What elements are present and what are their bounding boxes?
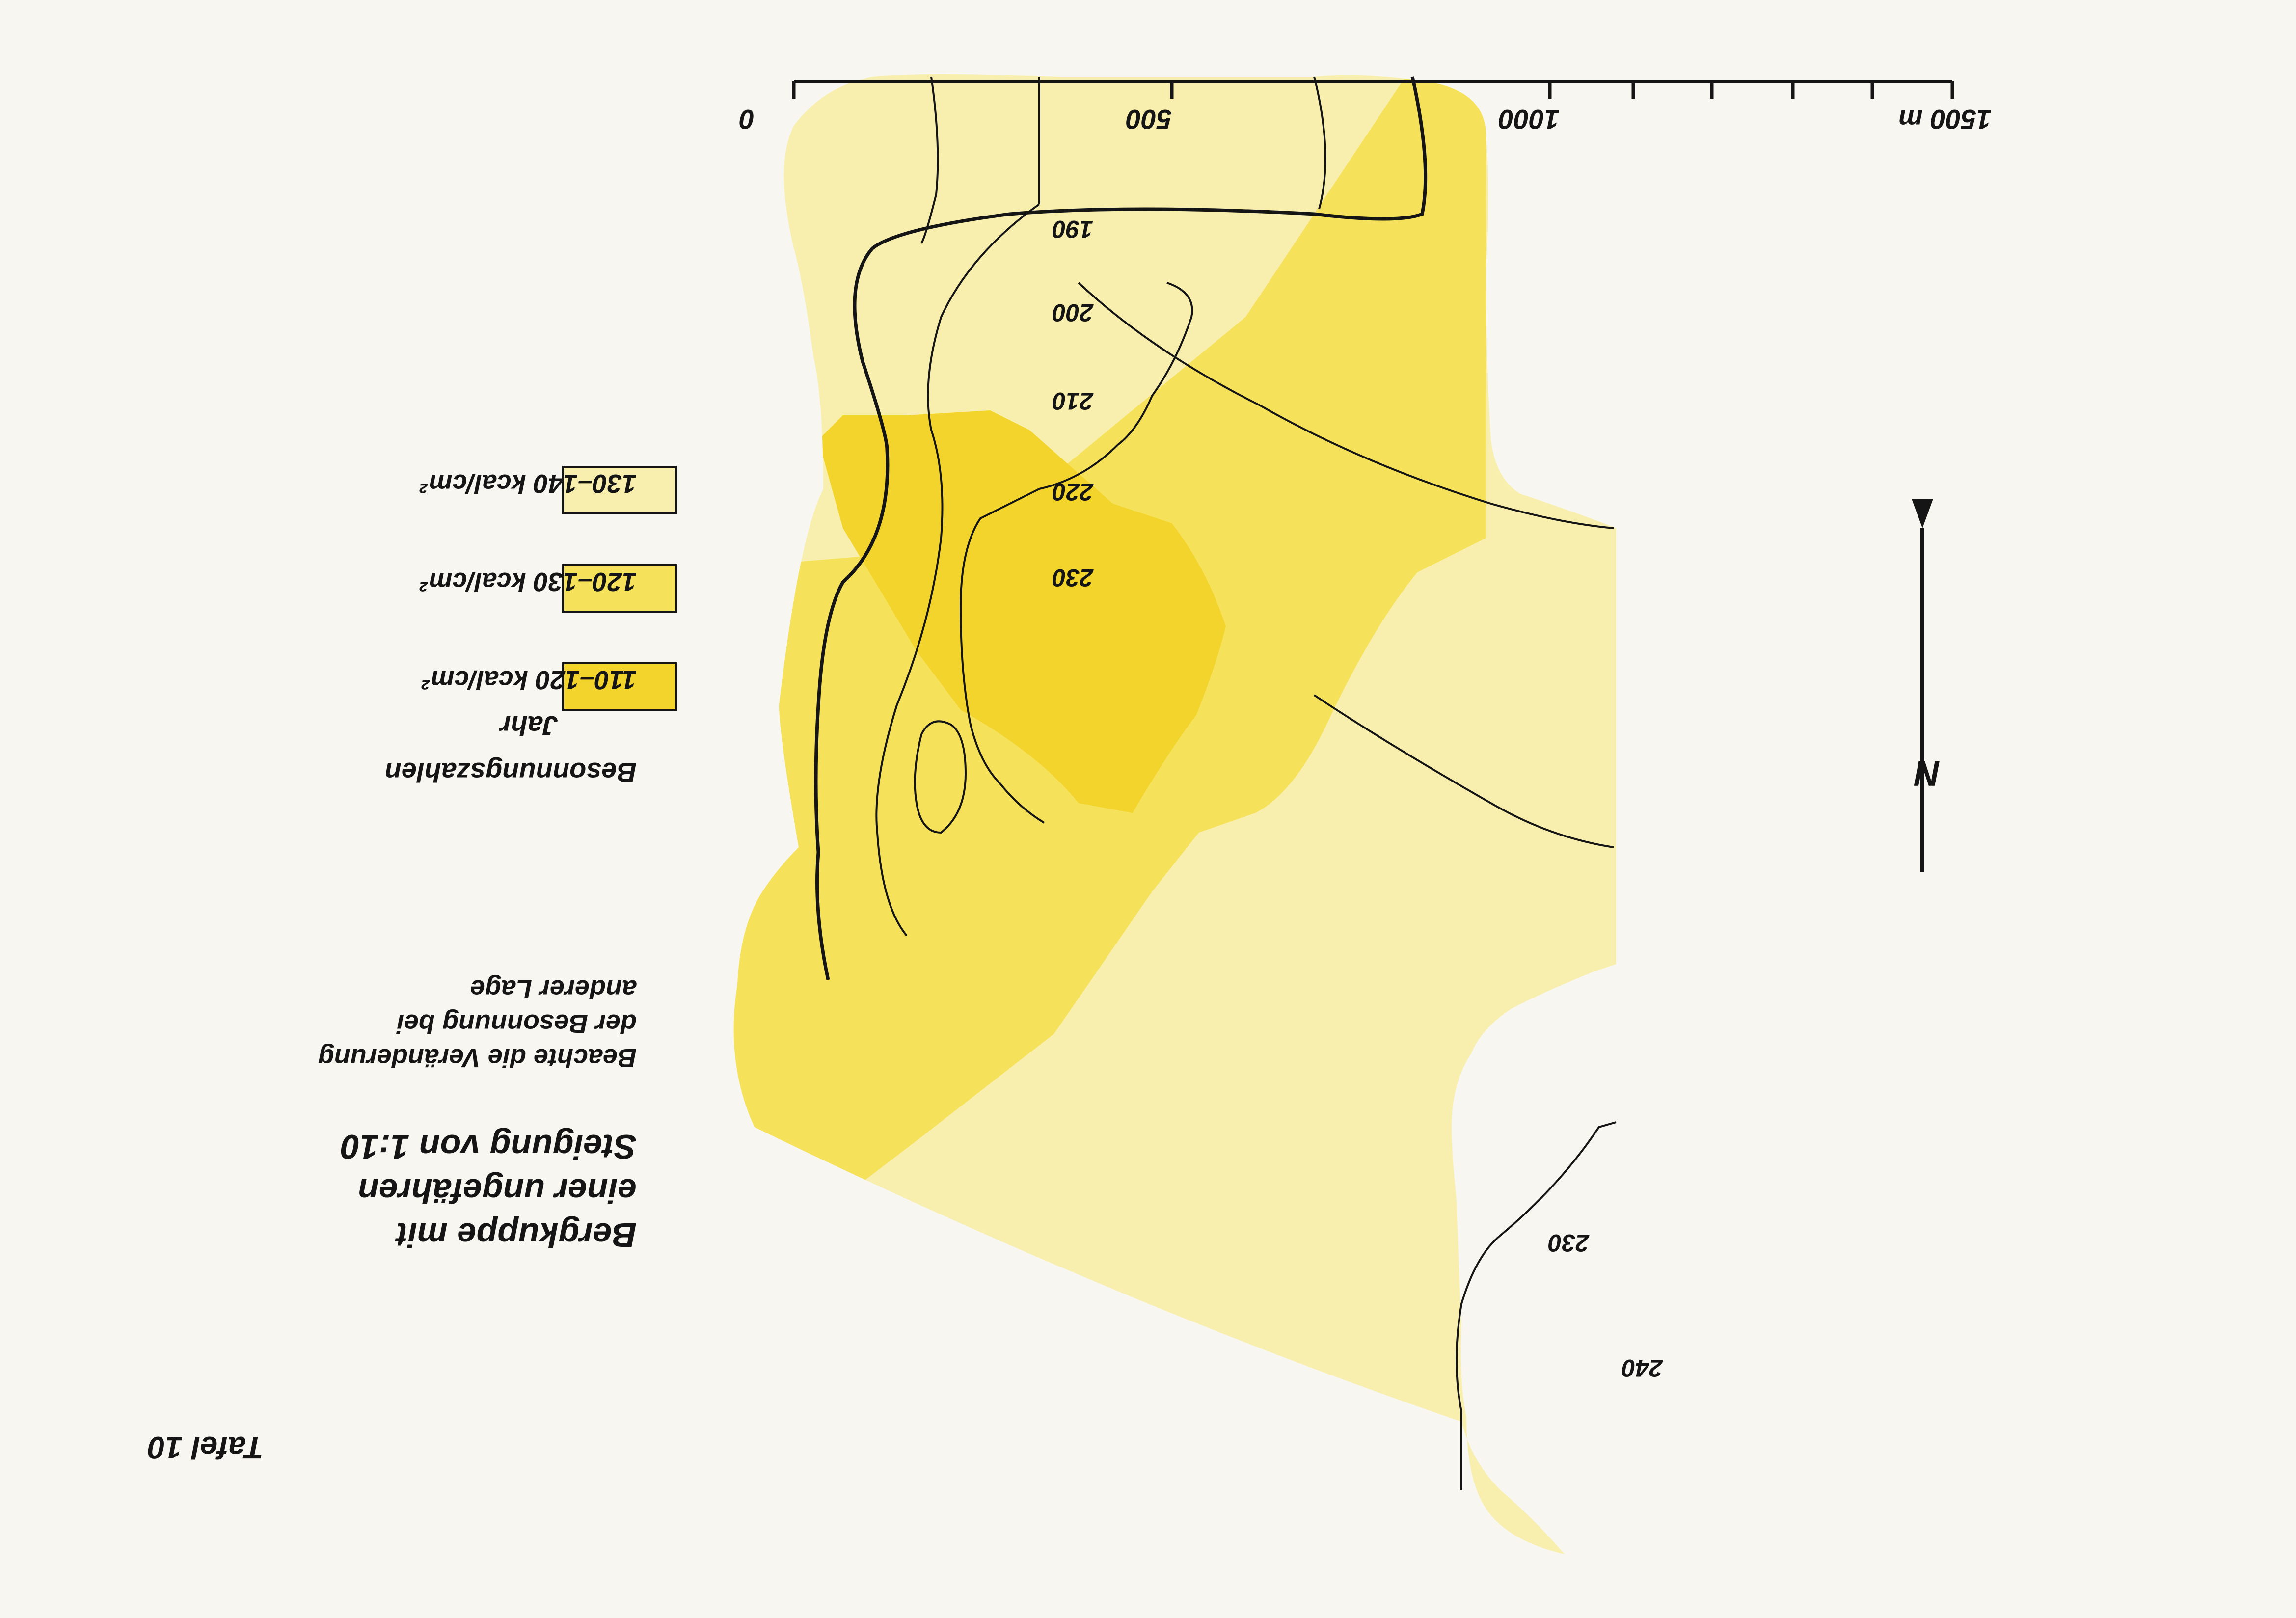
scale-bar	[792, 80, 1954, 99]
legend-swatch	[562, 564, 677, 613]
scale-label-500: 500	[1126, 104, 1172, 135]
contour-label: 190	[1052, 216, 1093, 243]
plate-label: Tafel 10	[148, 1430, 264, 1465]
map-title-line3: Steigung von 1:10	[341, 1128, 637, 1166]
contour-line	[1456, 1121, 1617, 1490]
legend-label-110-120: 110–120 kcal/cm²	[422, 665, 637, 695]
legend-swatch	[562, 662, 677, 711]
contour-line	[1078, 282, 1614, 529]
contour-line	[914, 720, 967, 834]
contour-line	[875, 77, 1040, 937]
scale-label-1500: 1500 m	[1898, 104, 1992, 135]
legend-label-130-140: 130–140 kcal/cm²	[420, 469, 637, 498]
arrow-icon	[1912, 499, 1933, 528]
contour-label: 220	[1052, 478, 1093, 506]
contour-label: 230	[1548, 1229, 1589, 1257]
map-title-line1: Bergkuppe mit	[396, 1216, 637, 1254]
contour-line	[814, 76, 1428, 980]
contour-line	[959, 282, 1193, 824]
map-title-line2: einer ungefähren	[358, 1172, 637, 1210]
legend-swatch	[562, 466, 677, 514]
contour-label: 210	[1052, 387, 1093, 415]
legend-heading: Besonnungszahlen	[384, 757, 637, 788]
contour-label: 230	[1052, 564, 1093, 592]
contour-line	[1313, 76, 1326, 210]
shaded-zones	[733, 74, 1616, 1554]
contour-line	[1313, 694, 1614, 848]
contour-label: 200	[1052, 299, 1093, 326]
contour-label: 240	[1621, 1354, 1663, 1382]
scale-label-1000: 1000	[1498, 104, 1560, 135]
note-line1: Beachte die Veränderung	[318, 1043, 637, 1073]
contour-line	[920, 76, 939, 244]
contour-lines	[814, 76, 1617, 1490]
north-arrow	[1912, 499, 1933, 872]
note-line2: der Besonnung bei	[396, 1009, 637, 1038]
zone-110-120	[818, 410, 1226, 813]
north-label: N	[1915, 754, 1940, 793]
note-line3: anderer Lage	[470, 974, 637, 1004]
legend-label-120-130: 120–130 kcal/cm²	[420, 567, 637, 596]
legend-heading-year: Jahr	[500, 710, 558, 741]
scale-label-0: 0	[739, 104, 755, 135]
